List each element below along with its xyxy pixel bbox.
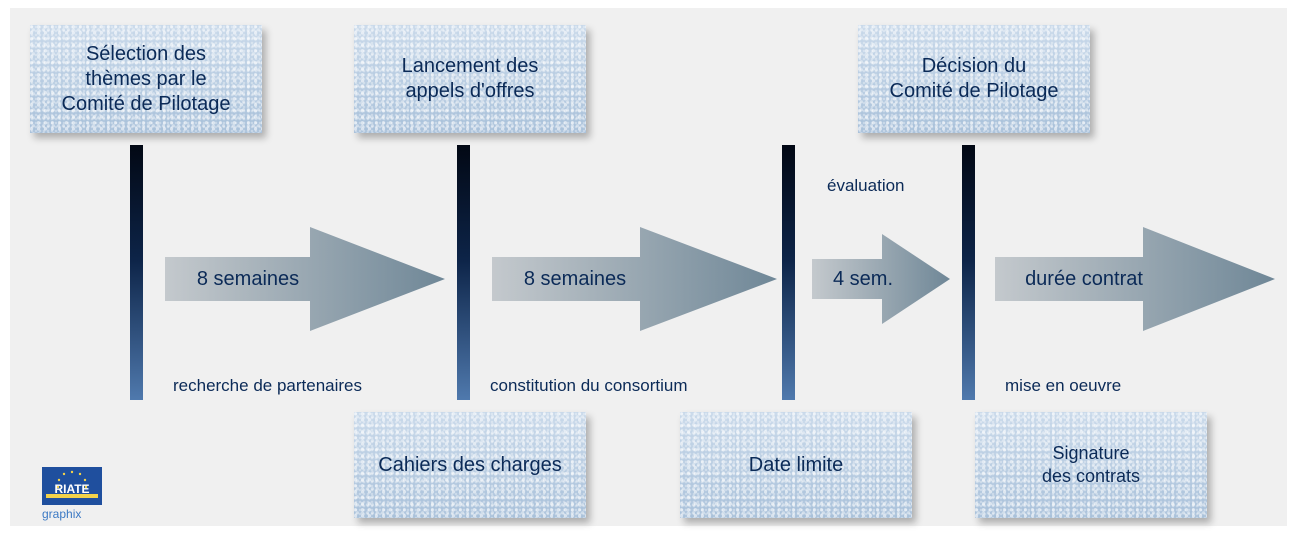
duration-arrow-4 (995, 227, 1275, 331)
duration-arrow-2 (492, 227, 777, 331)
duration-arrow-3 (812, 234, 950, 324)
riate-logo-icon: RIATE graphix (42, 467, 102, 521)
box-line: Date limite (748, 453, 844, 476)
box-line: thèmes par le (85, 67, 207, 90)
box-selection-themes: Sélection des thèmes par le Comité de Pi… (30, 25, 262, 133)
box-line: Cahiers des charges (378, 453, 562, 476)
box-date-limite: Date limite (680, 412, 912, 518)
svg-text:RIATE: RIATE (54, 482, 89, 496)
svg-text:graphix: graphix (42, 507, 81, 521)
arrow-label-4: durée contrat (1025, 268, 1143, 290)
milestone-bar-2 (457, 145, 470, 400)
caption-recherche: recherche de partenaires (173, 376, 363, 395)
caption-constitution: constitution du consortium (490, 376, 688, 395)
timeline-diagram: Sélection des thèmes par le Comité de Pi… (10, 8, 1287, 526)
box-line: Comité de Pilotage (889, 80, 1059, 102)
arrow-label-2: 8 semaines (523, 268, 627, 290)
milestone-bar-4 (962, 145, 975, 400)
box-line: des contrats (1041, 466, 1141, 486)
box-line: Signature (1052, 443, 1130, 463)
box-line: Lancement des (401, 55, 539, 77)
box-decision-comite: Décision du Comité de Pilotage (858, 25, 1090, 133)
box-line: Décision du (921, 55, 1027, 77)
milestone-bar-1 (130, 145, 143, 400)
duration-arrow-1 (165, 227, 445, 331)
caption-evaluation: évaluation (827, 176, 905, 195)
box-lancement-appels: Lancement des appels d'offres (354, 25, 586, 133)
arrow-label-3: 4 sem. (832, 268, 894, 290)
box-signature-contrats: Signature des contrats (975, 412, 1207, 518)
box-cahiers-charges: Cahiers des charges (354, 412, 586, 518)
arrow-label-1: 8 semaines (196, 268, 300, 290)
caption-mise-en-oeuvre: mise en oeuvre (1005, 376, 1122, 395)
box-line: Sélection des (85, 42, 207, 65)
riate-logo: RIATE graphix (40, 466, 110, 524)
box-line: Comité de Pilotage (61, 92, 231, 115)
milestone-bar-3 (782, 145, 795, 400)
box-line: appels d'offres (405, 80, 535, 102)
